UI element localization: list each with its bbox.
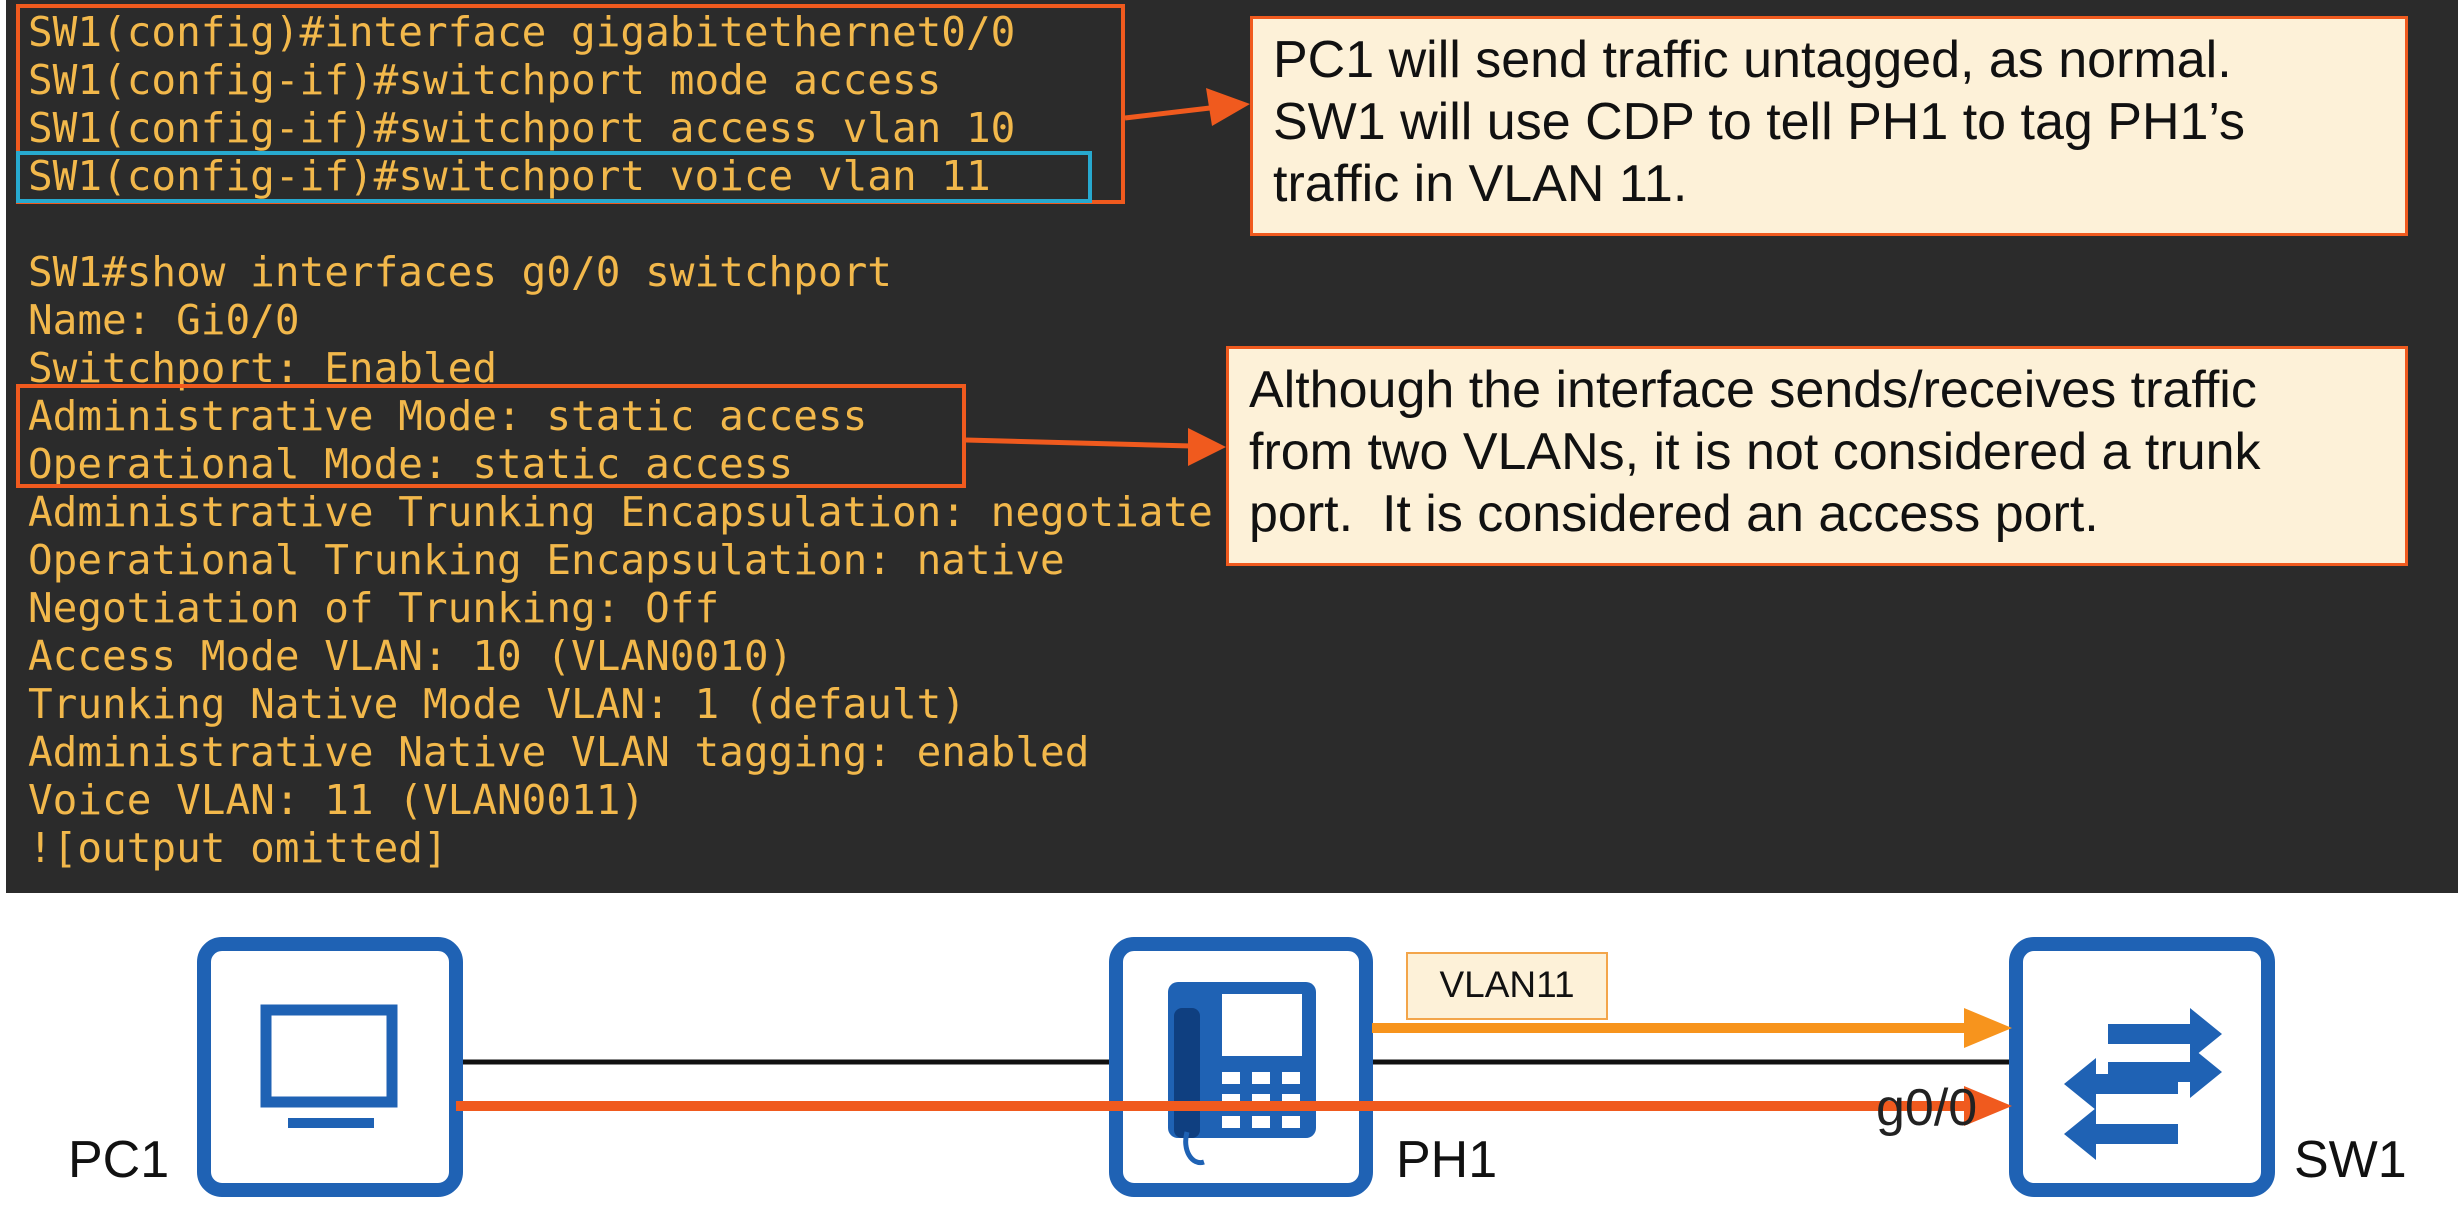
terminal-line: SW1(config-if)#switchport mode access xyxy=(28,56,942,104)
callout-arrow xyxy=(1124,88,1250,126)
terminal-line: SW1(config)#interface gigabitethernet0/0 xyxy=(28,8,1016,56)
ph1-label: PH1 xyxy=(1396,1131,1498,1189)
computer-monitor-icon xyxy=(260,1004,398,1128)
vlan11-tag: VLAN11 xyxy=(1406,952,1608,1020)
terminal-line: Access Mode VLAN: 10 (VLAN0010) xyxy=(28,632,794,680)
terminal-line: Administrative Mode: static access xyxy=(28,392,868,440)
terminal-line: Administrative Native VLAN tagging: enab… xyxy=(28,728,1090,776)
callout-arrow xyxy=(965,428,1226,466)
mode-lines-highlight xyxy=(16,384,966,488)
voice-vlan-highlight xyxy=(16,151,1092,203)
ph1-device xyxy=(1109,937,1373,1197)
terminal-line: SW1#show interfaces g0/0 switchport xyxy=(28,248,892,296)
terminal-line: Name: Gi0/0 xyxy=(28,296,300,344)
callout-line: port. It is considered an access port. xyxy=(1249,485,2099,543)
callout-line: from two VLANs, it is not considered a t… xyxy=(1249,423,2261,481)
callout-line: SW1 will use CDP to tell PH1 to tag PH1’… xyxy=(1273,93,2246,151)
terminal-line: Administrative Trunking Encapsulation: n… xyxy=(28,488,1213,536)
terminal-line: Operational Trunking Encapsulation: nati… xyxy=(28,536,1065,584)
terminal-line: Trunking Native Mode VLAN: 1 (default) xyxy=(28,680,966,728)
terminal-line: SW1(config-if)#switchport access vlan 10 xyxy=(28,104,1016,152)
callout-line: Although the interface sends/receives tr… xyxy=(1249,361,2257,419)
port-g0-0-label: g0/0 xyxy=(1876,1079,1978,1137)
terminal-line: Negotiation of Trunking: Off xyxy=(28,584,720,632)
data-traffic-arrow xyxy=(456,1086,2012,1126)
sw1-label: SW1 xyxy=(2294,1131,2407,1189)
terminal-line: ![output omitted] xyxy=(28,824,448,872)
callout-line: PC1 will send traffic untagged, as norma… xyxy=(1273,31,2232,89)
terminal-line: SW1(config-if)#switchport voice vlan 11 xyxy=(28,152,991,200)
sw1-device xyxy=(2009,937,2275,1197)
access-port-callout: Although the interface sends/receives tr… xyxy=(1226,346,2408,566)
callout-line: traffic in VLAN 11. xyxy=(1273,155,1688,213)
ip-phone-icon xyxy=(1168,982,1316,1166)
pc1-device xyxy=(197,937,463,1197)
voice-traffic-arrow xyxy=(1372,1008,2012,1048)
pc1-label: PC1 xyxy=(68,1131,170,1189)
voice-vlan-callout: PC1 will send traffic untagged, as norma… xyxy=(1250,16,2408,236)
terminal-line: Operational Mode: static access xyxy=(28,440,794,488)
switch-arrows-icon xyxy=(2064,1008,2222,1160)
terminal-line: Voice VLAN: 11 (VLAN0011) xyxy=(28,776,646,824)
